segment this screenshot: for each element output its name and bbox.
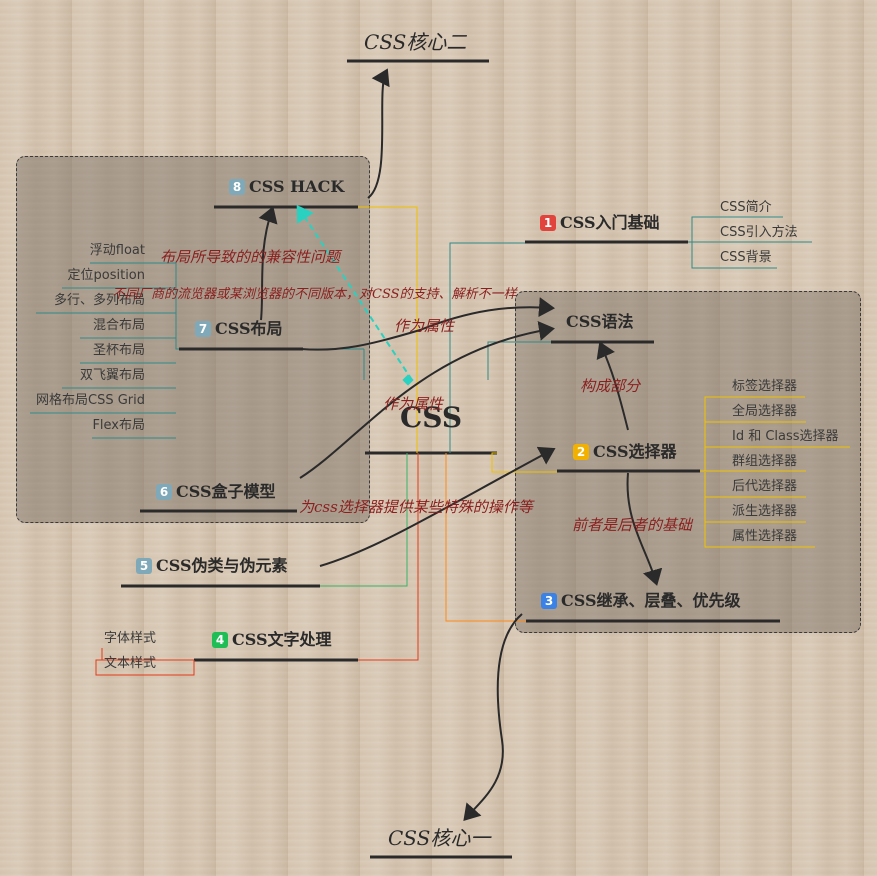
leaf-intro-3[interactable]: CSS背景 (720, 250, 772, 265)
leaf-layout-4[interactable]: 混合布局 (92, 318, 145, 333)
leaf-layout-1[interactable]: 浮动float (89, 243, 145, 258)
core-region (515, 291, 861, 633)
title-core-two: CSS核心二 (364, 30, 467, 54)
node-css-intro-label: CSS入门基础 (560, 213, 660, 232)
badge-3: 3 (541, 593, 557, 609)
node-css-text-label: CSS文字处理 (232, 630, 332, 649)
center-node-css[interactable]: CSS (400, 401, 463, 434)
leaf-text-2[interactable]: 文本样式 (104, 656, 157, 671)
title-core-one: CSS核心一 (388, 826, 491, 850)
note-attr-2: 作为属性 (383, 395, 444, 413)
leaf-layout-8[interactable]: Flex布局 (92, 418, 145, 433)
leaf-selector-1[interactable]: 标签选择器 (732, 379, 798, 394)
leaf-selector-2[interactable]: 全局选择器 (732, 404, 798, 419)
badge-2: 2 (573, 444, 589, 460)
leaf-layout-7[interactable]: 网格布局CSS Grid (36, 393, 145, 408)
node-css-pseudo-label: CSS伪类与伪元素 (156, 556, 288, 575)
leaf-selector-5[interactable]: 后代选择器 (732, 479, 798, 494)
node-css-selectors-label: CSS选择器 (593, 442, 677, 461)
node-css-layout-label: CSS布局 (215, 319, 283, 338)
leaf-selector-7[interactable]: 属性选择器 (732, 529, 798, 544)
leaf-text-1[interactable]: 字体样式 (104, 631, 157, 646)
badge-7: 7 (195, 321, 211, 337)
note-basis: 前者是后者的基础 (572, 516, 693, 534)
badge-4: 4 (212, 632, 228, 648)
leaf-layout-5[interactable]: 圣杯布局 (92, 343, 145, 358)
leaf-selector-4[interactable]: 群组选择器 (732, 454, 798, 469)
leaf-layout-6[interactable]: 双飞翼布局 (79, 368, 145, 383)
badge-6: 6 (156, 484, 172, 500)
note-pseudo: 为css选择器提供某些特殊的操作等 (299, 498, 533, 516)
leaf-selector-6[interactable]: 派生选择器 (732, 504, 798, 519)
note-parts: 构成部分 (580, 377, 641, 395)
leaf-layout-3[interactable]: 多行、多列布局 (53, 293, 145, 308)
leaf-intro-1[interactable]: CSS简介 (720, 200, 772, 215)
note-compat: 布局所导致的的兼容性问题 (160, 248, 341, 266)
node-css-syntax[interactable]: CSS语法 (566, 312, 634, 331)
badge-8: 8 (229, 179, 245, 195)
note-browsers: 不同厂商的流览器或某浏览器的不同版本，对CSS的支持、解析不一样 (112, 287, 517, 302)
leaf-selector-3[interactable]: Id 和 Class选择器 (732, 429, 839, 444)
note-attr-1: 作为属性 (394, 317, 455, 335)
node-css-inheritance-label: CSS继承、层叠、优先级 (561, 591, 741, 610)
badge-5: 5 (136, 558, 152, 574)
node-css-box-model-label: CSS盒子模型 (176, 482, 276, 501)
leaf-layout-2[interactable]: 定位position (67, 268, 146, 283)
node-css-hack-label: CSS HACK (249, 177, 345, 196)
badge-1: 1 (540, 215, 556, 231)
leaf-intro-2[interactable]: CSS引入方法 (720, 225, 798, 240)
